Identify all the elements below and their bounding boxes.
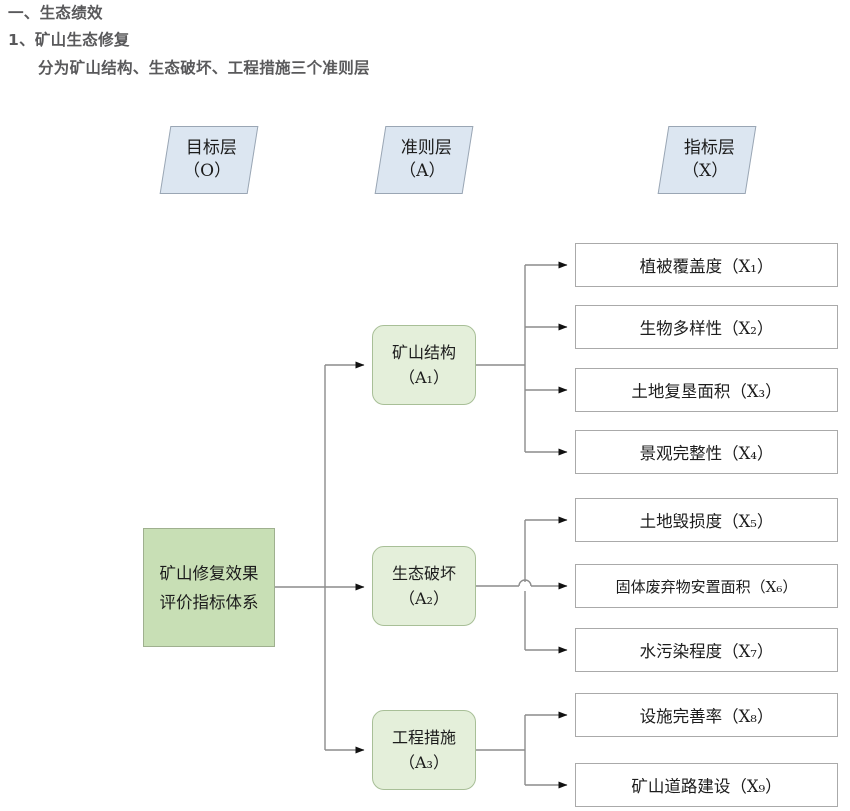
indicator-box-x2: 生物多样性（X₂） [575, 305, 838, 349]
indicator-box-x1-label: 植被覆盖度（X₁） [639, 257, 774, 276]
criterion-box-a2-code: （A₂） [399, 589, 449, 608]
indicator-box-x3: 土地复垦面积（X₃） [575, 368, 838, 412]
indicator-box-x4-label: 景观完整性（X₄） [639, 444, 774, 463]
indicator-box-x6-label: 固体废弃物安置面积（X₆） [615, 577, 798, 596]
indicator-box-x9-label: 矿山道路建设（X₉） [631, 777, 782, 796]
goal-box: 矿山修复效果评价指标体系 [143, 528, 275, 647]
criterion-box-a3: 工程措施 （A₃） [372, 710, 476, 790]
indicator-box-x6: 固体废弃物安置面积（X₆） [575, 564, 838, 608]
indicator-box-x5: 土地毁损度（X₅） [575, 498, 838, 542]
indicator-box-x7: 水污染程度（X₇） [575, 628, 838, 672]
criterion-box-a2: 生态破坏 （A₂） [372, 546, 476, 626]
indicator-box-x8: 设施完善率（X₈） [575, 693, 838, 737]
indicator-box-x4: 景观完整性（X₄） [575, 430, 838, 474]
layer-header-goal: 目标层 （O） [159, 126, 259, 194]
connector-goal-to-criteria [275, 361, 365, 754]
goal-box-label: 矿山修复效果评价指标体系 [159, 563, 259, 612]
heading-section-title: 一、生态绩效 [8, 4, 103, 22]
indicator-box-x7-label: 水污染程度（X₇） [639, 642, 774, 661]
connector-a1-to-indicators [476, 261, 568, 456]
criterion-box-a1-name: 矿山结构 [391, 343, 456, 362]
connector-a3-to-indicators [476, 711, 568, 789]
indicator-box-x9: 矿山道路建设（X₉） [575, 763, 838, 807]
criterion-box-a3-code: （A₃） [399, 753, 449, 772]
indicator-box-x5-label: 土地毁损度（X₅） [639, 512, 774, 531]
layer-header-criteria-code: （A） [399, 161, 446, 181]
criterion-box-a3-name: 工程措施 [391, 728, 456, 747]
criterion-box-a1: 矿山结构 （A₁） [372, 325, 476, 405]
heading-subsection-title: 1、矿山生态修复 [8, 31, 130, 49]
criterion-box-a2-name: 生态破坏 [391, 564, 456, 583]
indicator-box-x8-label: 设施完善率（X₈） [639, 707, 774, 726]
indicator-box-x2-label: 生物多样性（X₂） [639, 319, 774, 338]
criterion-box-a1-code: （A₁） [399, 368, 449, 387]
layer-header-indicators-code: （X） [682, 161, 729, 181]
indicator-box-x3-label: 土地复垦面积（X₃） [631, 382, 782, 401]
layer-header-indicators-name: 指标层 [683, 138, 735, 158]
heading-description: 分为矿山结构、生态破坏、工程措施三个准则层 [38, 59, 370, 77]
layer-header-criteria-name: 准则层 [400, 138, 452, 158]
connector-a2-to-indicators [476, 516, 568, 654]
layer-header-indicators: 指标层 （X） [657, 126, 757, 194]
layer-header-goal-name: 目标层 [185, 138, 237, 158]
indicator-box-x1: 植被覆盖度（X₁） [575, 243, 838, 287]
layer-header-criteria: 准则层 （A） [374, 126, 474, 194]
layer-header-goal-code: （O） [183, 161, 232, 181]
